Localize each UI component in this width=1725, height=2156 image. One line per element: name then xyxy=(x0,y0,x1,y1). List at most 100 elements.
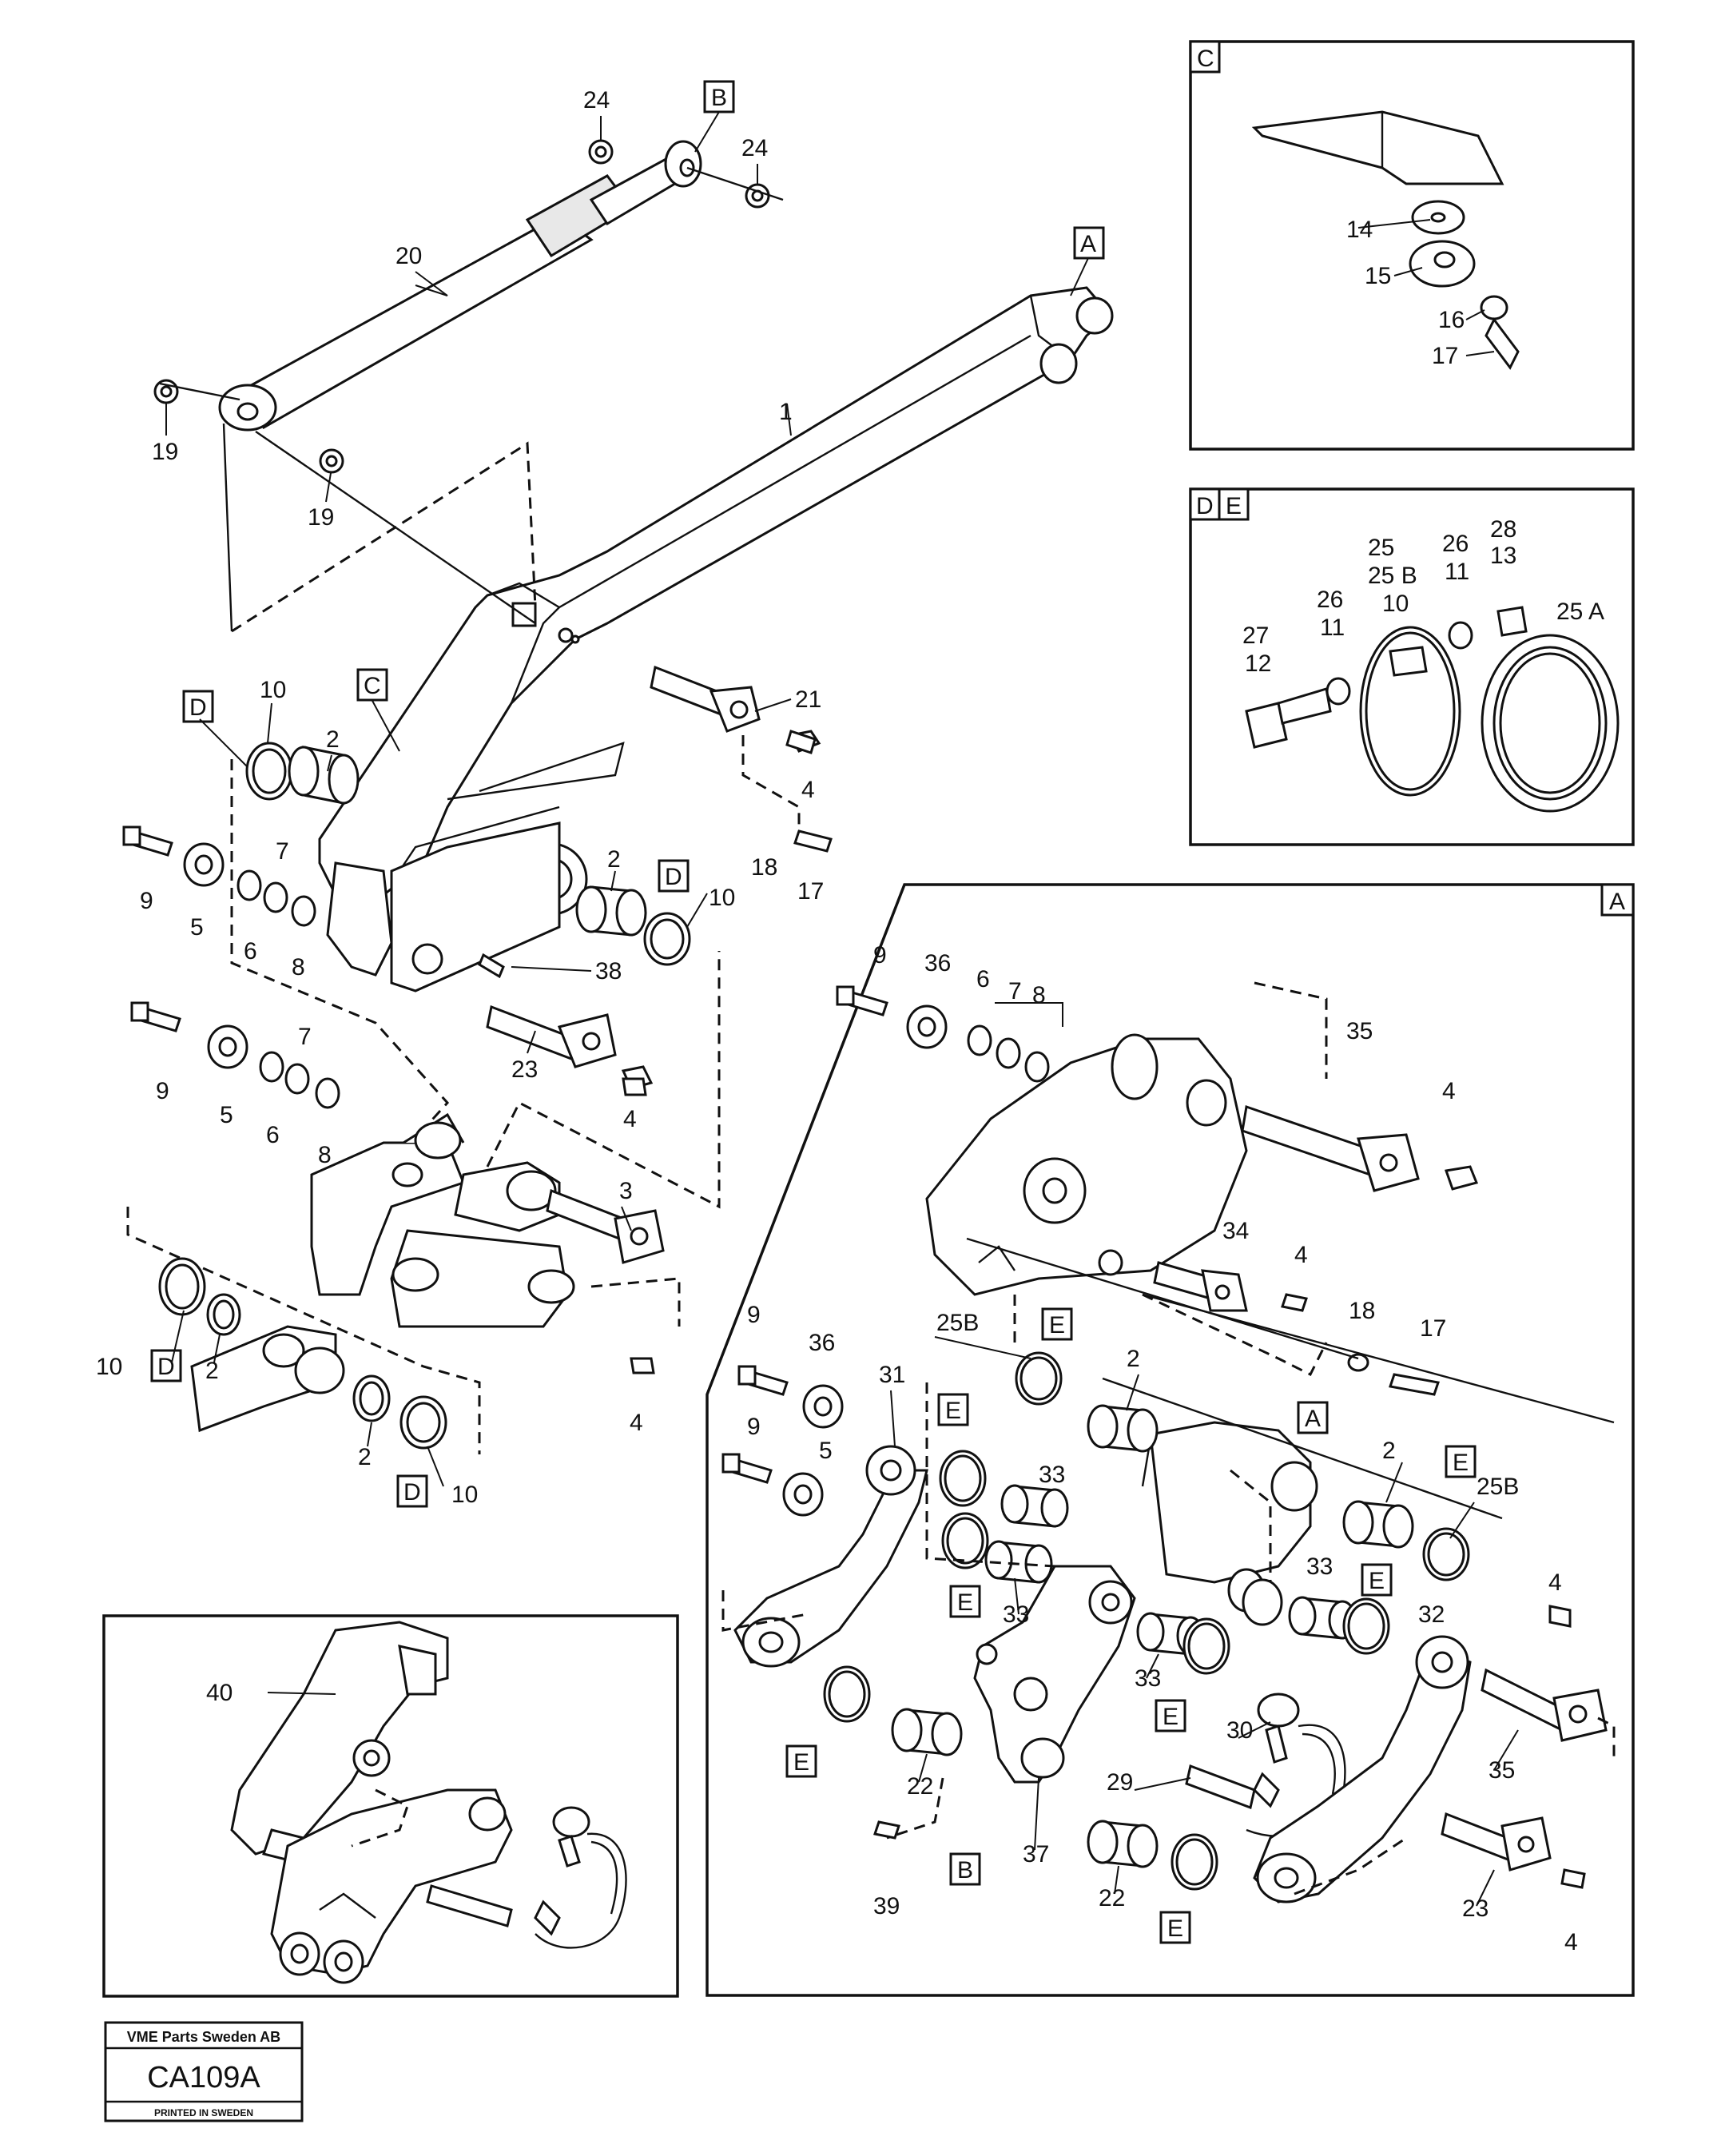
callout-30: 30 xyxy=(1226,1717,1253,1744)
callout-3: 3 xyxy=(619,1178,633,1204)
callout-31: 31 xyxy=(879,1362,905,1388)
ref-e-d: E xyxy=(1369,1568,1385,1594)
callout-36-b: 36 xyxy=(809,1330,835,1356)
bolt-stack-lower xyxy=(130,1001,340,1109)
callout-18-b: 18 xyxy=(1349,1298,1375,1324)
stamp-printed: PRINTED IN SWEDEN xyxy=(154,2107,253,2118)
ref-e-e: E xyxy=(957,1589,973,1616)
callout-33-c: 33 xyxy=(1306,1553,1333,1580)
callout-6-a: 6 xyxy=(244,938,257,965)
callout-7-b: 7 xyxy=(298,1024,312,1050)
ref-b-top: B xyxy=(711,85,727,111)
callout-32: 32 xyxy=(1418,1601,1445,1628)
callout-11-b: 11 xyxy=(1320,615,1345,641)
callout-10-d: 10 xyxy=(451,1482,478,1508)
callout-39: 39 xyxy=(873,1893,900,1919)
callout-17-c: 17 xyxy=(1432,343,1458,369)
callout-37: 37 xyxy=(1023,1841,1049,1868)
callout-25b-b: 25B xyxy=(1477,1474,1519,1500)
callout-24-a: 24 xyxy=(583,87,610,113)
callout-7-a: 7 xyxy=(276,838,289,865)
callout-15: 15 xyxy=(1365,263,1391,289)
callout-28: 28 xyxy=(1490,516,1516,543)
panel-c-label: C xyxy=(1197,46,1214,72)
panel-d-label: D xyxy=(1196,493,1214,519)
pin-23 xyxy=(478,953,654,1090)
callout-10-b: 10 xyxy=(709,885,735,911)
ref-e-h: E xyxy=(1167,1915,1183,1942)
panel-de: D E xyxy=(1189,487,1635,846)
callout-10-de: 10 xyxy=(1382,591,1409,617)
callout-10-c: 10 xyxy=(96,1354,122,1380)
callout-40: 40 xyxy=(206,1680,233,1706)
callout-23-b: 23 xyxy=(1462,1895,1489,1922)
callout-2-e: 2 xyxy=(1127,1346,1140,1372)
ref-e-c: E xyxy=(1453,1450,1469,1476)
seal-bushing-lower-left xyxy=(158,1257,447,1450)
callout-23-a: 23 xyxy=(511,1056,538,1083)
callout-33-a: 33 xyxy=(1039,1462,1065,1488)
callout-2-d: 2 xyxy=(358,1444,372,1470)
callout-4-a: 4 xyxy=(801,777,815,803)
reference-letters: B A C D D D D E A E E E E E E B E xyxy=(150,80,1477,1944)
ref-e-a: E xyxy=(1049,1312,1065,1339)
frame-bracket xyxy=(310,1112,665,1328)
callout-25a: 25 A xyxy=(1556,599,1604,625)
panel-e-label: E xyxy=(1226,493,1242,519)
ref-e-f: E xyxy=(1163,1704,1178,1730)
ref-b-panel: B xyxy=(957,1857,973,1884)
callout-5-c: 5 xyxy=(819,1438,833,1464)
panel-a: A xyxy=(706,883,1635,1997)
callout-20: 20 xyxy=(395,243,422,269)
ref-e-g: E xyxy=(793,1749,809,1776)
callout-18-a: 18 xyxy=(751,854,777,881)
callout-24-b: 24 xyxy=(741,135,768,161)
callout-5-a: 5 xyxy=(190,914,204,941)
ref-e-b: E xyxy=(945,1398,961,1424)
inset-coupler xyxy=(102,1614,679,1998)
panel-a-label: A xyxy=(1609,889,1625,915)
callout-25b-de: 25 B xyxy=(1368,563,1417,589)
callout-34: 34 xyxy=(1222,1218,1249,1244)
callout-4-f: 4 xyxy=(1548,1569,1562,1596)
callout-2-c: 2 xyxy=(205,1358,219,1384)
leader-lines xyxy=(165,111,1519,1907)
callout-4-d: 4 xyxy=(1442,1078,1456,1104)
callout-27: 27 xyxy=(1242,623,1269,649)
callout-21: 21 xyxy=(795,686,821,713)
callout-29: 29 xyxy=(1107,1769,1133,1796)
callout-9-b: 9 xyxy=(156,1078,169,1104)
bushing-2-right xyxy=(575,885,691,966)
callout-8-b: 8 xyxy=(318,1142,332,1168)
bolts-4 xyxy=(622,730,833,1374)
callout-35-a: 35 xyxy=(1346,1018,1373,1044)
callout-1: 1 xyxy=(779,399,793,425)
callout-25b-a: 25B xyxy=(936,1310,979,1336)
ref-d-a: D xyxy=(189,694,207,721)
bolt-stack-upper xyxy=(122,825,316,927)
callout-7-c: 7 xyxy=(1008,978,1022,1004)
callout-8-a: 8 xyxy=(292,954,305,981)
callout-13: 13 xyxy=(1490,543,1516,569)
ref-d-d: D xyxy=(403,1479,421,1506)
callout-9-c: 9 xyxy=(873,942,887,969)
callout-26-b: 26 xyxy=(1317,587,1343,613)
callout-2-f: 2 xyxy=(1382,1438,1396,1464)
ref-c: C xyxy=(364,673,381,699)
callout-labels: 24 24 20 19 19 1 21 4 18 17 10 2 9 5 7 6… xyxy=(96,87,1604,1955)
callout-4-b: 4 xyxy=(623,1106,637,1132)
ref-d-c: D xyxy=(157,1354,175,1380)
callout-10-a: 10 xyxy=(260,677,286,703)
callout-36-a: 36 xyxy=(924,950,951,977)
callout-6-c: 6 xyxy=(976,966,990,992)
callout-16: 16 xyxy=(1438,307,1465,333)
callout-4-e: 4 xyxy=(1294,1242,1308,1268)
callout-33-d: 33 xyxy=(1135,1665,1161,1692)
pin-21 xyxy=(650,665,821,753)
callout-38: 38 xyxy=(595,958,622,985)
callout-9-a: 9 xyxy=(140,888,153,914)
panel-c: C xyxy=(1189,40,1635,451)
callout-4-c: 4 xyxy=(630,1410,643,1436)
callout-2-a: 2 xyxy=(326,726,340,753)
